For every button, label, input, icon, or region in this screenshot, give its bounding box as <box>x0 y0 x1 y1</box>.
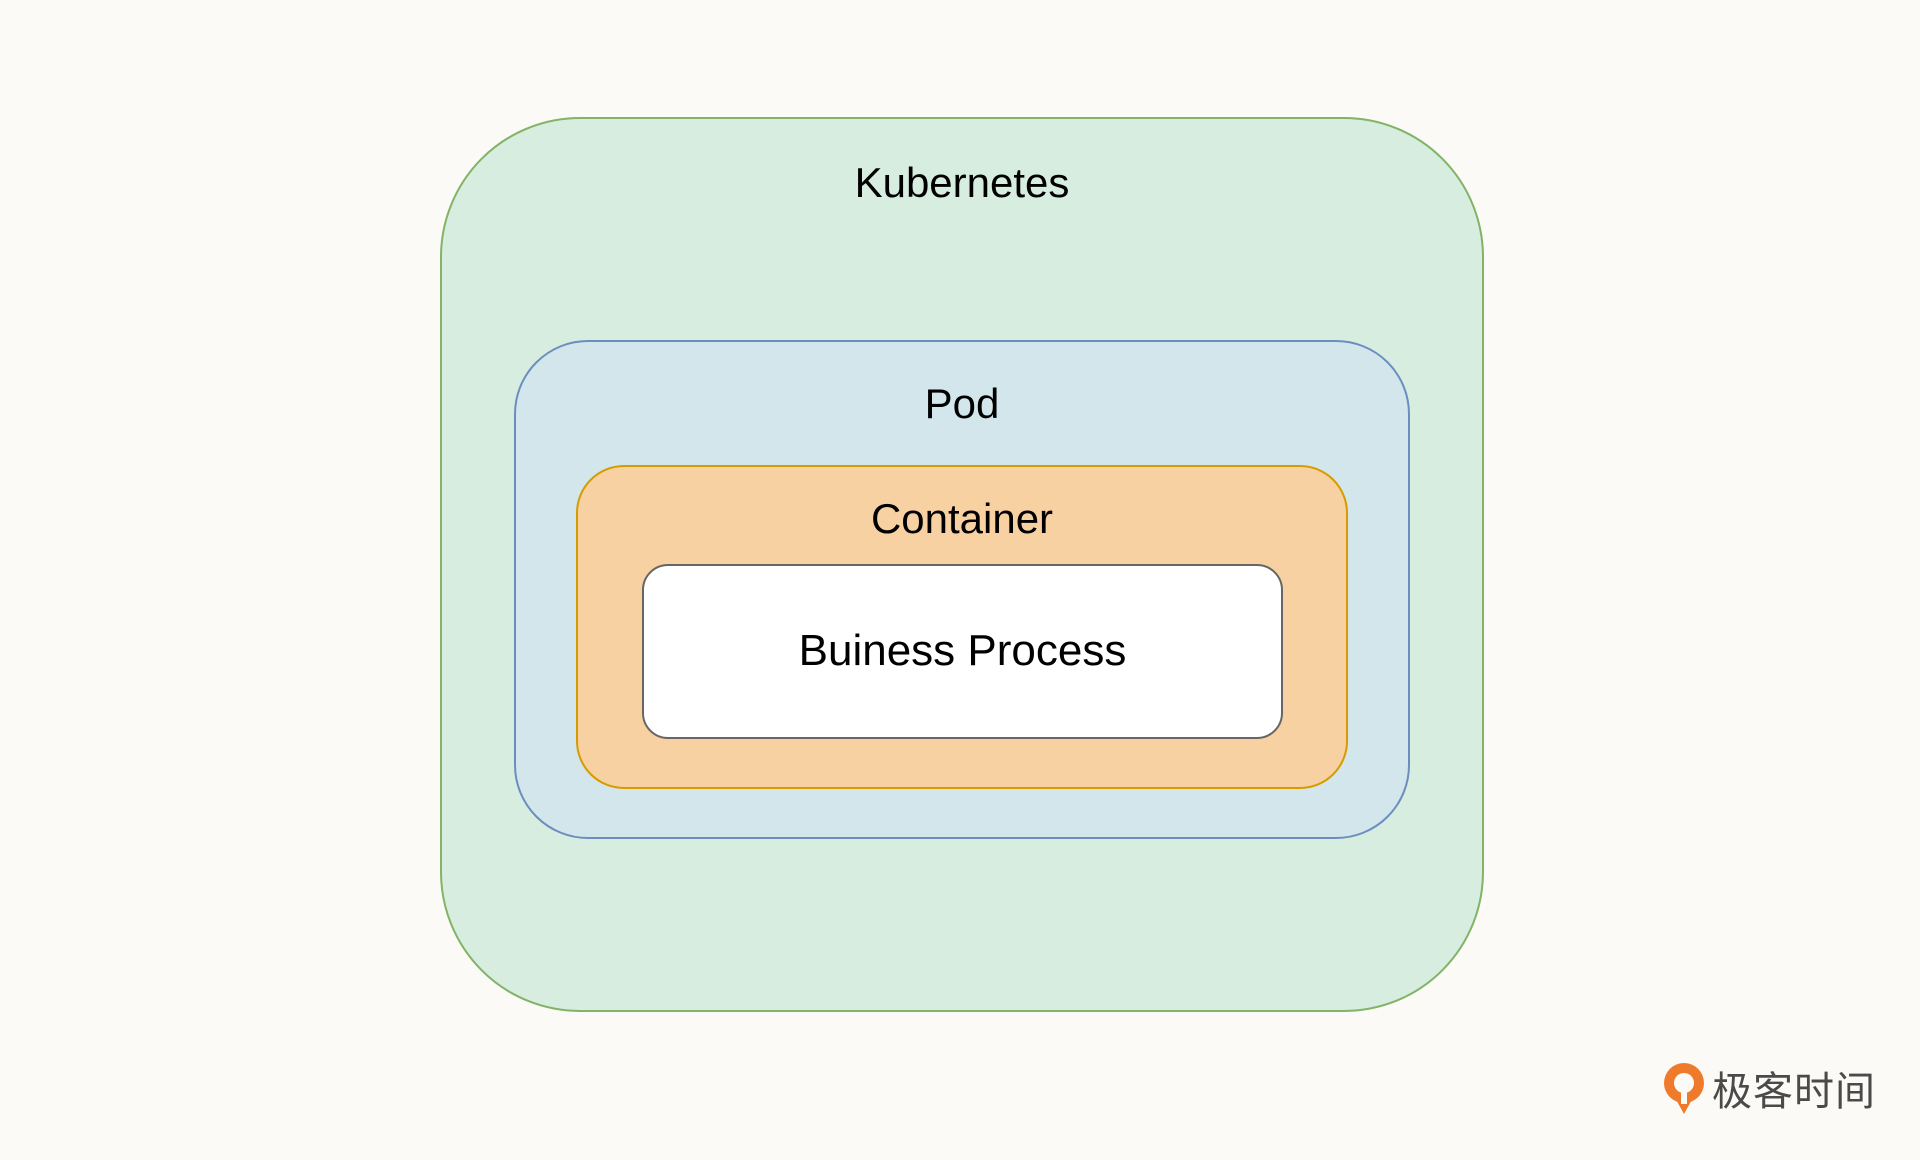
geektime-watermark: 极客时间 <box>1660 1060 1876 1116</box>
kubernetes-label: Kubernetes <box>854 159 1070 206</box>
container-label: Container <box>870 495 1054 542</box>
watermark-text: 极客时间 <box>1712 1069 1876 1115</box>
pod-label: Pod <box>924 380 1000 427</box>
geektime-logo-icon <box>1664 1063 1704 1114</box>
business-process-label: Buiness Process <box>798 626 1127 675</box>
business-process-box: Buiness Process <box>642 564 1283 739</box>
